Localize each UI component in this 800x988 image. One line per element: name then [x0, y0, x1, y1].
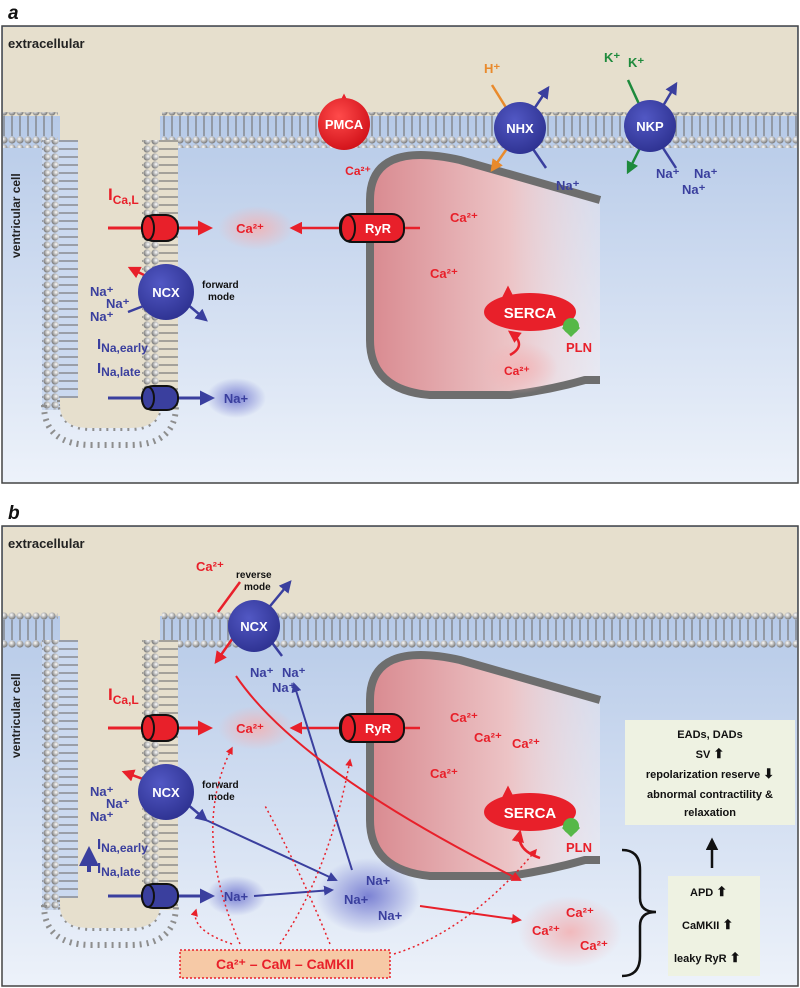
panel-b-sr-ca2: Ca²⁺ — [474, 730, 502, 745]
ina-early-label: INa,early — [97, 336, 148, 355]
nkp-na1-label: Na⁺ — [656, 166, 680, 181]
ncx-na1-label: Na⁺ — [90, 284, 114, 299]
panel-b-sr-ca1: Ca²⁺ — [450, 710, 478, 725]
panel-b-ncx-mode-1: forward — [202, 780, 239, 791]
panel-b-ryr-label: RyR — [365, 721, 392, 736]
panel-b-na-cloud-label: Na+ — [224, 889, 249, 904]
ncx-na3-label: Na⁺ — [90, 309, 114, 324]
panel-b-serca-pump — [484, 793, 576, 831]
result-line-4: abnormal contractility & — [647, 789, 773, 801]
panel-b-sr-ca3: Ca²⁺ — [512, 736, 540, 751]
ica-label: ICa,L — [108, 185, 139, 207]
panel-b-serca-label: SERCA — [504, 805, 557, 822]
nhx-exchanger — [494, 102, 546, 154]
ca-cluster-1: Ca²⁺ — [566, 905, 594, 920]
ncx-forward-exchanger — [138, 264, 194, 320]
panel-b-ncx-forward-exchanger — [138, 764, 194, 820]
camkii-dotted-arrows — [190, 746, 537, 955]
nhx-na-label: Na⁺ — [556, 178, 580, 193]
panel-a-sr — [366, 151, 602, 399]
result-line-3: repolarization reserve ⬇ — [646, 766, 774, 781]
panel-b-ncx-mode-2: mode — [208, 792, 235, 803]
result-line-1: EADs, DADs — [677, 729, 742, 741]
nkp-k1-label: K⁺ — [604, 50, 620, 65]
panel-a-letter: a — [8, 3, 19, 24]
pmca-pump — [318, 98, 370, 150]
panel-b-extracellular — [3, 527, 797, 616]
ncx-top-mode-2: mode — [244, 582, 271, 593]
panel-b-ca-cloud-label: Ca²⁺ — [236, 721, 264, 736]
ncx-top-na2-label: Na⁺ — [282, 665, 306, 680]
causes-box — [668, 876, 760, 976]
ncx-mode-label-1: forward — [202, 280, 239, 291]
serca-ca-label: Ca²⁺ — [504, 364, 530, 378]
nkp-na2-label: Na⁺ — [694, 166, 718, 181]
nhx-label: NHX — [506, 121, 534, 136]
na-cluster-1: Na+ — [366, 873, 391, 888]
ca-cloud-label: Ca²⁺ — [236, 221, 264, 236]
ca-cluster-3: Ca²⁺ — [580, 938, 608, 953]
pmca-ca-label: Ca²⁺ — [345, 164, 371, 178]
ncx-mode-label-2: mode — [208, 292, 235, 303]
panel-b: b extracellular ventricular cell NCX Ca²… — [1, 503, 799, 987]
cause-camkii: CaMKII ⬆ — [682, 917, 733, 932]
nkp-k2-label: K⁺ — [628, 55, 644, 70]
na-cluster-2: Na+ — [344, 892, 369, 907]
panel-b-cell-label: ventricular cell — [9, 673, 23, 758]
panel-a-cell-label: ventricular cell — [9, 173, 23, 258]
ncx-top-ca-label: Ca²⁺ — [196, 559, 224, 574]
ryr-label: RyR — [365, 221, 392, 236]
camkii-box — [179, 949, 391, 979]
panel-b-pln-label: PLN — [566, 840, 592, 855]
panel-a: a extracellular ventricular cell PMCA Ca… — [1, 3, 799, 484]
panel-b-ica-label: ICa,L — [108, 685, 139, 707]
ncx-top-mode-1: reverse — [236, 570, 272, 581]
ncx-top-label: NCX — [240, 619, 268, 634]
panel-b-ncx-label: NCX — [152, 785, 180, 800]
ca-cluster-2: Ca²⁺ — [532, 923, 560, 938]
nhx-h-label: H⁺ — [484, 61, 500, 76]
pln-label: PLN — [566, 340, 592, 355]
ncx-label: NCX — [152, 285, 180, 300]
brace — [621, 848, 657, 978]
panel-b-ncx-na3: Na⁺ — [90, 809, 114, 824]
ina-late-label: INa,late — [97, 360, 141, 379]
result-line-2: SV ⬆ — [696, 746, 725, 761]
panel-b-extracellular-label: extracellular — [8, 536, 85, 551]
panel-a-extracellular — [3, 27, 797, 116]
panel-b-ncx-na2: Na⁺ — [106, 796, 130, 811]
panel-b-ncx-na1: Na⁺ — [90, 784, 114, 799]
panel-b-ina-late-label: INa,late — [97, 860, 141, 879]
camkii-label: Ca²⁺ – CaM – CaMKII — [216, 956, 354, 972]
nkp-pump — [624, 100, 676, 152]
na-cloud-label: Na+ — [224, 391, 249, 406]
sr-ca2-label: Ca²⁺ — [430, 266, 458, 281]
result-box — [625, 720, 795, 825]
sr-ca1-label: Ca²⁺ — [450, 210, 478, 225]
ncx-na2-label: Na⁺ — [106, 296, 130, 311]
panel-b-sr-ca4: Ca²⁺ — [430, 766, 458, 781]
na-cluster-3: Na+ — [378, 908, 403, 923]
nkp-label: NKP — [636, 119, 664, 134]
pmca-label: PMCA — [325, 117, 364, 132]
panel-b-ina-early-label: INa,early — [97, 836, 148, 855]
serca-pump — [484, 293, 576, 331]
result-line-5: relaxation — [684, 807, 736, 819]
serca-label: SERCA — [504, 305, 557, 322]
cause-leaky-ryr: leaky RyR ⬆ — [674, 950, 741, 965]
ncx-top-na1-label: Na⁺ — [250, 665, 274, 680]
cause-apd: APD ⬆ — [690, 884, 727, 899]
ncx-top-na3-label: Na⁺ — [272, 680, 296, 695]
panel-a-extracellular-label: extracellular — [8, 36, 85, 51]
panel-b-letter: b — [8, 503, 20, 524]
nkp-na3-label: Na⁺ — [682, 182, 706, 197]
ncx-reverse-exchanger — [228, 600, 280, 652]
